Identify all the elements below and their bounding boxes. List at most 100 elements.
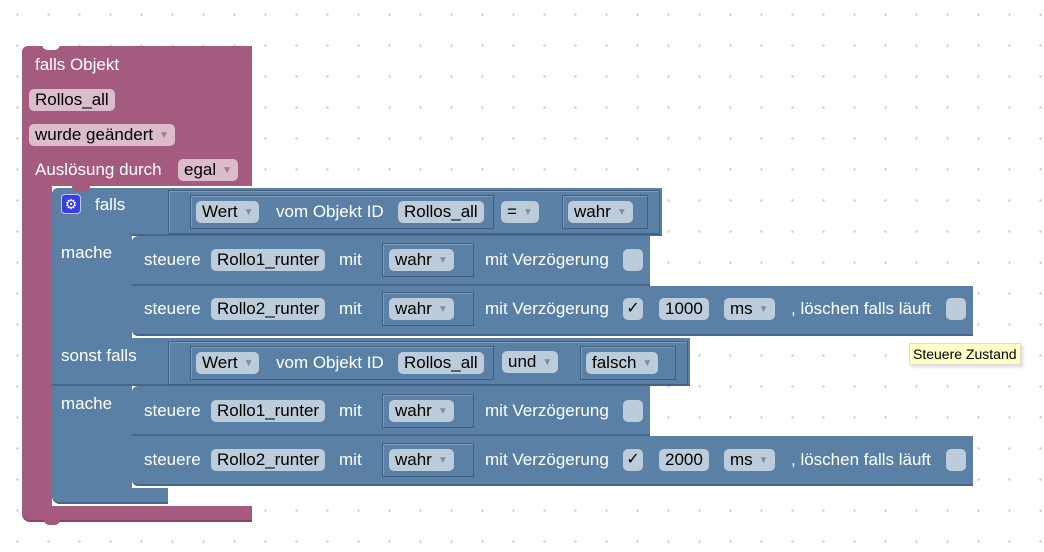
statement-clear-checkbox[interactable]	[946, 449, 966, 471]
statement-2-1[interactable]: steuere Rollo1_runter mit wahr ▼ mit Verz…	[132, 386, 650, 436]
statement-delay-unit-dropdown[interactable]: ms ▼	[724, 298, 775, 320]
if-header-border	[132, 234, 662, 236]
condition-2-object-label: vom Objekt ID	[276, 353, 384, 372]
statement-2-2[interactable]: steuere Rollo2_runter mit wahr▼ mit Verz…	[132, 436, 973, 486]
statement-1-2[interactable]: steuere Rollo2_runter mit wahr ▼ mit Verz…	[132, 286, 973, 336]
dropdown-arrow-icon: ▼	[222, 165, 233, 176]
condition-2-operator-dropdown[interactable]: und ▼	[502, 351, 559, 373]
statement-delay-label: mit Verzögerung	[485, 401, 609, 420]
if-notch	[72, 186, 90, 192]
condition-2-compare-dropdown[interactable]: falsch ▼	[586, 352, 659, 374]
condition-2-object-id: Rollos_all	[404, 353, 478, 372]
statement-delay-label: mit Verzögerung	[485, 250, 609, 269]
statement-verb: steuere	[144, 299, 201, 318]
dropdown-arrow-icon: ▼	[437, 406, 448, 417]
statement-with: mit	[339, 299, 362, 318]
statement-verb: steuere	[144, 450, 201, 469]
if-block-footer	[52, 488, 168, 504]
statement-target-field[interactable]: Rollo1_runter	[211, 249, 326, 271]
dropdown-arrow-icon: ▼	[243, 358, 254, 369]
condition-1-compare-dropdown[interactable]: wahr ▼	[568, 201, 633, 223]
condition-1-value-type-dropdown[interactable]: Wert ▼	[196, 201, 260, 223]
condition-2-operator: und	[508, 352, 537, 371]
condition-1-operator: =	[507, 202, 517, 221]
trigger-event-value: wurde geändert	[35, 125, 154, 144]
trigger-block-footer	[22, 506, 252, 522]
dropdown-arrow-icon: ▼	[616, 207, 627, 218]
condition-2-value-type-dropdown[interactable]: Wert ▼	[196, 352, 260, 374]
dropdown-arrow-icon: ▼	[542, 357, 553, 368]
trigger-value-dropdown[interactable]: egal ▼	[178, 159, 239, 181]
condition-1-compare-value: wahr	[574, 202, 611, 221]
statement-value-dropdown[interactable]: wahr ▼	[389, 298, 454, 320]
statement-value-dropdown[interactable]: wahr ▼	[389, 249, 454, 271]
trigger-block-spine	[22, 186, 52, 506]
statement-delay-checkbox[interactable]: ✓	[623, 298, 643, 320]
dropdown-arrow-icon: ▼	[758, 455, 769, 466]
dropdown-arrow-icon: ▼	[437, 255, 448, 266]
trigger-event-dropdown[interactable]: wurde geändert ▼	[29, 124, 176, 146]
do-label-1: mache	[61, 243, 113, 262]
statement-value: wahr	[395, 401, 432, 420]
statement-verb: steuere	[144, 401, 201, 420]
statement-clear-label: , löschen falls läuft	[791, 450, 931, 469]
statement-delay-unit: ms	[730, 299, 753, 318]
statement-delay-value-field[interactable]: 1000	[659, 298, 709, 320]
statement-delay-unit-dropdown[interactable]: ms ▼	[724, 449, 775, 471]
trigger-title: falls Objekt	[35, 55, 120, 74]
trigger-notch	[42, 44, 60, 50]
statement-value: wahr	[395, 299, 432, 318]
condition-1-object-label: vom Objekt ID	[276, 202, 384, 221]
statement-target-field[interactable]: Rollo2_runter	[211, 298, 326, 320]
statement-delay-value: 1000	[665, 299, 703, 318]
elseif-label: sonst falls	[61, 346, 137, 365]
statement-target-field[interactable]: Rollo1_runter	[211, 400, 326, 422]
statement-delay-value-field[interactable]: 2000	[659, 449, 709, 471]
statement-with: mit	[339, 250, 362, 269]
dropdown-arrow-icon: ▼	[437, 455, 448, 466]
statement-delay-label: mit Verzögerung	[485, 450, 609, 469]
statement-with: mit	[339, 401, 362, 420]
trigger-label: Auslösung durch	[35, 160, 162, 179]
condition-2-compare-value: falsch	[592, 353, 637, 372]
condition-1-value-type: Wert	[202, 202, 238, 221]
trigger-value: egal	[184, 160, 217, 179]
statement-clear-label: , löschen falls läuft	[791, 299, 931, 318]
statement-target: Rollo1_runter	[217, 250, 320, 269]
statement-value-dropdown[interactable]: wahr ▼	[389, 400, 454, 422]
statement-delay-unit: ms	[730, 450, 753, 469]
statement-delay-value: 2000	[665, 450, 703, 469]
if-label: falls	[95, 195, 126, 214]
condition-2-value-type: Wert	[202, 353, 238, 372]
condition-1-object-id: Rollos_all	[404, 202, 478, 221]
statement-target: Rollo2_runter	[217, 450, 320, 469]
condition-1-object-id-field[interactable]: Rollos_all	[398, 201, 484, 223]
statement-delay-checkbox[interactable]	[623, 400, 643, 422]
dropdown-arrow-icon: ▼	[758, 304, 769, 315]
dropdown-arrow-icon: ▼	[437, 304, 448, 315]
statement-1-1[interactable]: steuere Rollo1_runter mit wahr ▼ mit Verz…	[132, 236, 650, 286]
dropdown-arrow-icon: ▼	[159, 130, 170, 141]
trigger-object-id-field[interactable]: Rollos_all	[29, 89, 115, 111]
gear-icon[interactable]: ⚙	[61, 194, 81, 214]
statement-delay-label: mit Verzögerung	[485, 299, 609, 318]
dropdown-arrow-icon: ▼	[642, 358, 653, 369]
statement-value-dropdown[interactable]: wahr ▼	[389, 449, 454, 471]
statement-value: wahr	[395, 250, 432, 269]
statement-value: wahr	[395, 450, 432, 469]
trigger-object-id: Rollos_all	[35, 90, 109, 109]
condition-1-operator-dropdown[interactable]: =▼	[501, 201, 539, 223]
dropdown-arrow-icon: ▼	[243, 207, 254, 218]
tooltip: Steuere Zustand	[909, 343, 1021, 365]
statement-target-field[interactable]: Rollo2_runter	[211, 449, 326, 471]
statement-delay-checkbox[interactable]: ✓	[623, 449, 643, 471]
do-label-2: mache	[61, 394, 113, 413]
statement-target: Rollo1_runter	[217, 401, 320, 420]
statement-target: Rollo2_runter	[217, 299, 320, 318]
statement-delay-checkbox[interactable]	[623, 249, 643, 271]
statement-clear-checkbox[interactable]	[946, 298, 966, 320]
condition-2-object-id-field[interactable]: Rollos_all	[398, 352, 484, 374]
dropdown-arrow-icon: ▼	[522, 207, 533, 218]
trigger-next-tab	[44, 520, 60, 525]
statement-verb: steuere	[144, 250, 201, 269]
